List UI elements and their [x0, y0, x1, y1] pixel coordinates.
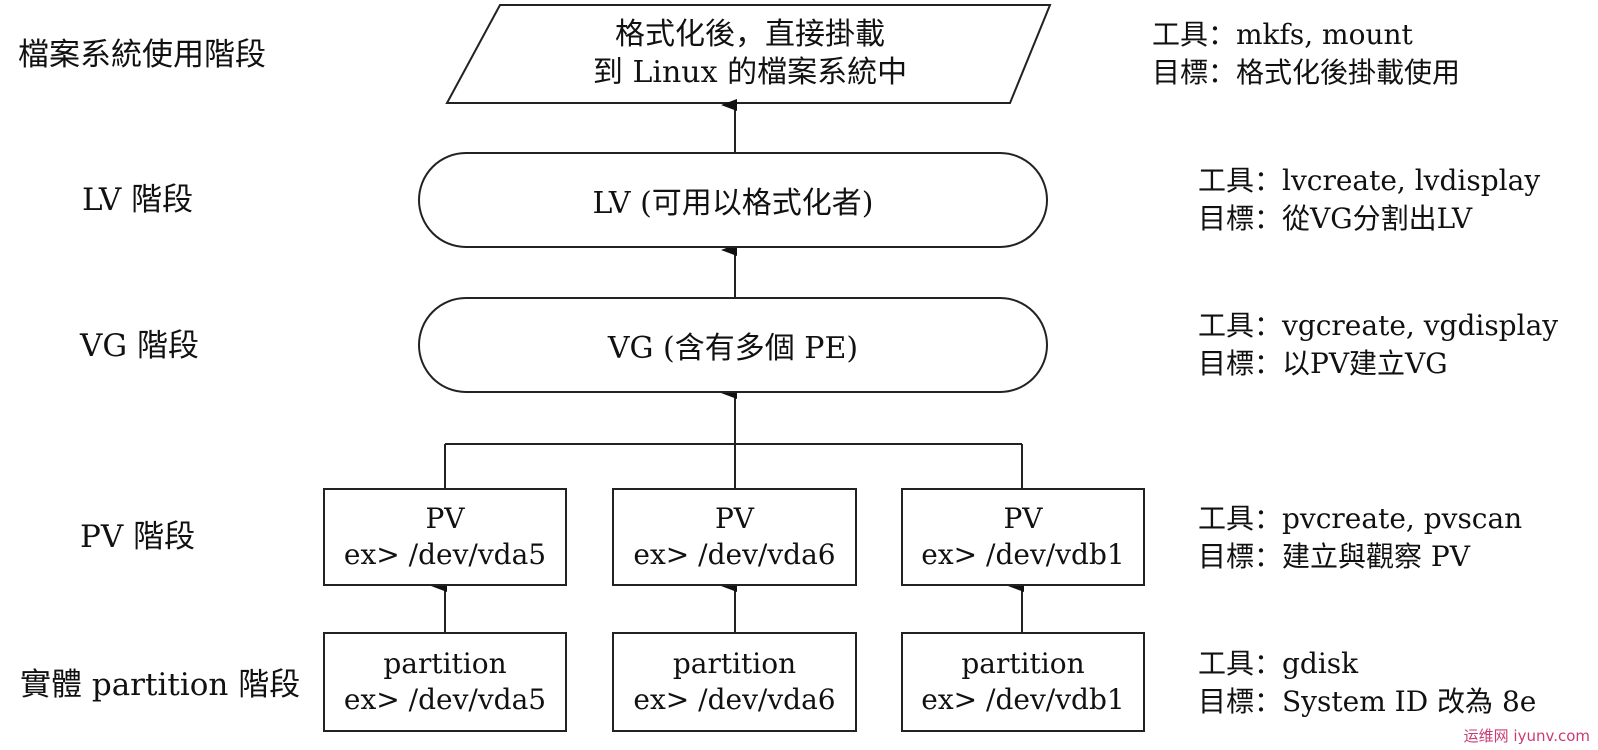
pv-node-1: PV ex> /dev/vda5: [323, 488, 567, 586]
note-vg-goal: 目標：以PV建立VG: [1198, 347, 1448, 380]
partition-node-device: ex> /dev/vda5: [343, 683, 547, 716]
partition-node-2: partition ex> /dev/vda6: [612, 632, 857, 732]
lv-node-label: LV (可用以格式化者): [592, 186, 874, 221]
partition-node-title: partition: [672, 647, 797, 680]
note-partition-goal: 目標：System ID 改為 8e: [1198, 685, 1537, 718]
fs-node-line2: 到 Linux 的檔案系統中: [592, 55, 908, 90]
note-pv: 工具：pvcreate, pvscan 目標：建立與觀察 PV: [1198, 500, 1522, 576]
stage-label-fs: 檔案系統使用階段: [18, 37, 266, 73]
partition-node-device: ex> /dev/vdb1: [921, 683, 1125, 716]
note-fs: 工具：mkfs, mount 目標：格式化後掛載使用: [1152, 16, 1460, 92]
vg-node: VG (含有多個 PE): [418, 297, 1048, 393]
note-lv: 工具：lvcreate, lvdisplay 目標：從VG分割出LV: [1198, 162, 1540, 238]
pv-node-title: PV: [425, 502, 465, 535]
note-lv-tool: 工具：lvcreate, lvdisplay: [1198, 164, 1541, 197]
note-vg: 工具：vgcreate, vgdisplay 目標：以PV建立VG: [1198, 307, 1558, 383]
partition-node-3: partition ex> /dev/vdb1: [901, 632, 1145, 732]
partition-node-1: partition ex> /dev/vda5: [323, 632, 567, 732]
note-lv-goal: 目標：從VG分割出LV: [1198, 202, 1473, 235]
stage-label-vg: VG 階段: [80, 328, 200, 364]
pv-node-device: ex> /dev/vdb1: [921, 538, 1125, 571]
watermark: 运维网 iyunv.com: [1463, 727, 1590, 745]
lv-node: LV (可用以格式化者): [418, 152, 1048, 248]
note-vg-tool: 工具：vgcreate, vgdisplay: [1198, 309, 1559, 342]
pv-node-title: PV: [1003, 502, 1043, 535]
pv-node-device: ex> /dev/vda6: [633, 538, 836, 571]
pv-node-3: PV ex> /dev/vdb1: [901, 488, 1145, 586]
pv-node-device: ex> /dev/vda5: [343, 538, 547, 571]
fs-node-shape: [445, 4, 1052, 104]
fs-node-line1: 格式化後，直接掛載: [615, 17, 885, 52]
pv-node-title: PV: [714, 502, 755, 535]
note-fs-tool: 工具：mkfs, mount: [1152, 18, 1413, 51]
fs-node: 格式化後，直接掛載 到 Linux 的檔案系統中: [460, 16, 1040, 92]
stage-label-pv: PV 階段: [80, 519, 196, 555]
note-partition-tool: 工具：gdisk: [1198, 647, 1359, 680]
note-partition: 工具：gdisk 目標：System ID 改為 8e: [1198, 645, 1536, 721]
note-pv-tool: 工具：pvcreate, pvscan: [1198, 502, 1523, 535]
partition-node-device: ex> /dev/vda6: [633, 683, 836, 716]
partition-node-title: partition: [383, 647, 507, 680]
stage-label-lv: LV 階段: [82, 182, 194, 218]
note-fs-goal: 目標：格式化後掛載使用: [1152, 56, 1461, 89]
pv-node-2: PV ex> /dev/vda6: [612, 488, 857, 586]
stage-label-partition: 實體 partition 階段: [20, 667, 301, 703]
vg-node-label: VG (含有多個 PE): [607, 331, 859, 366]
partition-node-title: partition: [961, 647, 1085, 680]
note-pv-goal: 目標：建立與觀察 PV: [1198, 540, 1470, 573]
